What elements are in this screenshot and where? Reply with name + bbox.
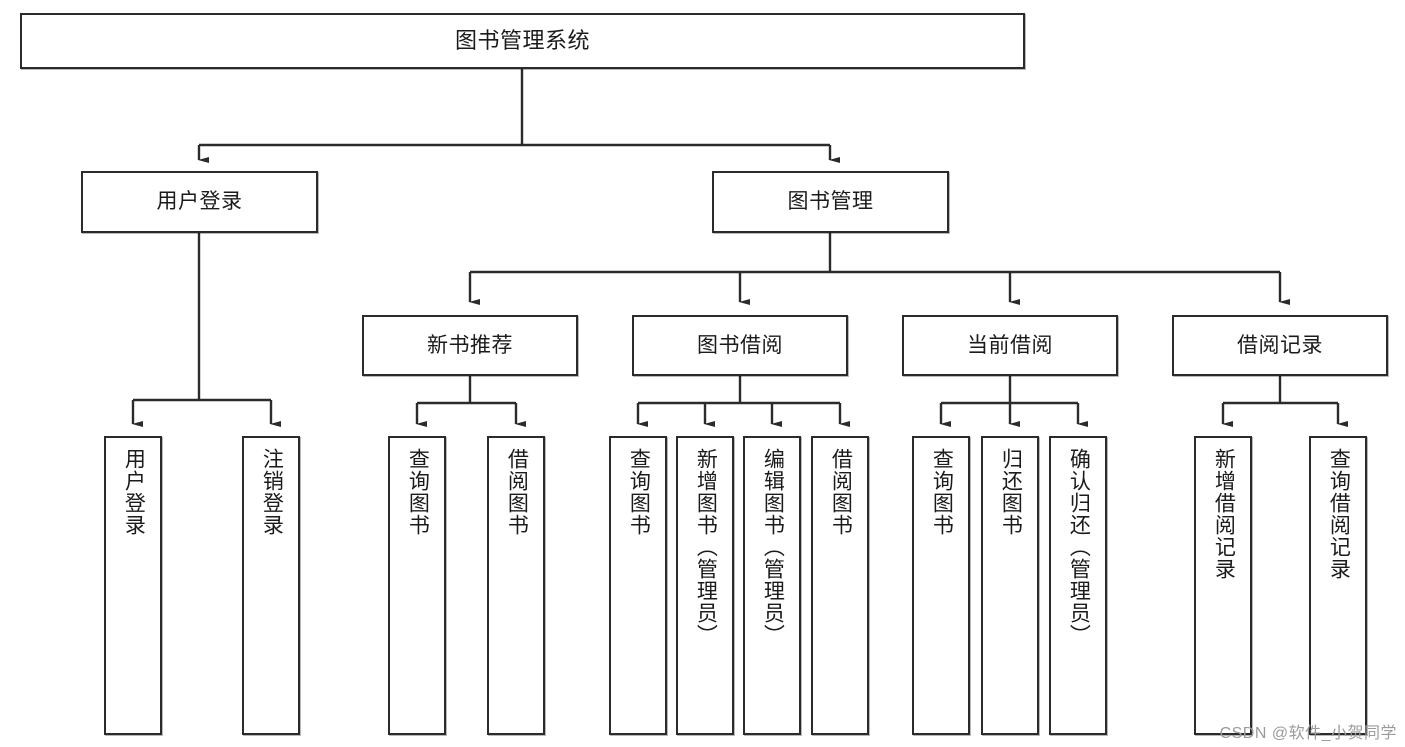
leaf-add-record[interactable]: 新增借阅记录 [1194, 436, 1252, 735]
node-user-login-label: 用户登录 [156, 190, 243, 214]
node-root[interactable]: 图书管理系统 [20, 13, 1025, 69]
leaf-confirm-return-label: 确认归还（管理员） [1067, 448, 1091, 646]
leaf-query-record-label: 查询借阅记录 [1327, 448, 1351, 580]
node-root-label: 图书管理系统 [454, 27, 590, 53]
leaf-borrow-book-2-label: 借阅图书 [829, 448, 853, 536]
leaf-edit-book-label: 编辑图书（管理员） [761, 448, 785, 646]
leaf-user-login[interactable]: 用户登录 [104, 436, 162, 735]
leaf-add-record-label: 新增借阅记录 [1212, 448, 1236, 580]
leaf-return-book-label: 归还图书 [999, 448, 1023, 536]
leaf-logout-login-label: 注销登录 [260, 448, 284, 536]
node-current-borrow[interactable]: 当前借阅 [902, 315, 1118, 376]
leaf-query-book-1[interactable]: 查询图书 [388, 436, 446, 735]
leaf-query-book-2-label: 查询图书 [627, 448, 651, 536]
leaf-logout-login[interactable]: 注销登录 [242, 436, 300, 735]
leaf-user-login-label: 用户登录 [122, 448, 146, 536]
leaf-return-book[interactable]: 归还图书 [981, 436, 1039, 735]
leaf-query-book-2[interactable]: 查询图书 [609, 436, 667, 735]
node-user-login[interactable]: 用户登录 [81, 171, 318, 233]
leaf-query-book-3[interactable]: 查询图书 [912, 436, 970, 735]
node-book-borrow[interactable]: 图书借阅 [632, 315, 848, 376]
node-current-borrow-label: 当前借阅 [967, 333, 1053, 357]
leaf-query-record[interactable]: 查询借阅记录 [1309, 436, 1367, 735]
node-borrow-record[interactable]: 借阅记录 [1172, 315, 1388, 376]
node-book-borrow-label: 图书借阅 [697, 333, 783, 357]
watermark: CSDN @软件_小贺同学 [1219, 725, 1397, 742]
node-new-book-rec[interactable]: 新书推荐 [362, 315, 578, 376]
node-new-book-rec-label: 新书推荐 [427, 333, 513, 357]
leaf-query-book-1-label: 查询图书 [406, 448, 430, 536]
leaf-confirm-return[interactable]: 确认归还（管理员） [1049, 436, 1107, 735]
leaf-borrow-book-1[interactable]: 借阅图书 [487, 436, 545, 735]
leaf-edit-book[interactable]: 编辑图书（管理员） [743, 436, 801, 735]
leaf-query-book-3-label: 查询图书 [930, 448, 954, 536]
node-book-manage[interactable]: 图书管理 [712, 171, 949, 233]
node-borrow-record-label: 借阅记录 [1237, 333, 1323, 357]
leaf-borrow-book-2[interactable]: 借阅图书 [811, 436, 869, 735]
node-book-manage-label: 图书管理 [787, 190, 874, 214]
leaf-add-book[interactable]: 新增图书（管理员） [676, 436, 734, 735]
leaf-borrow-book-1-label: 借阅图书 [505, 448, 529, 536]
leaf-add-book-label: 新增图书（管理员） [694, 448, 718, 646]
